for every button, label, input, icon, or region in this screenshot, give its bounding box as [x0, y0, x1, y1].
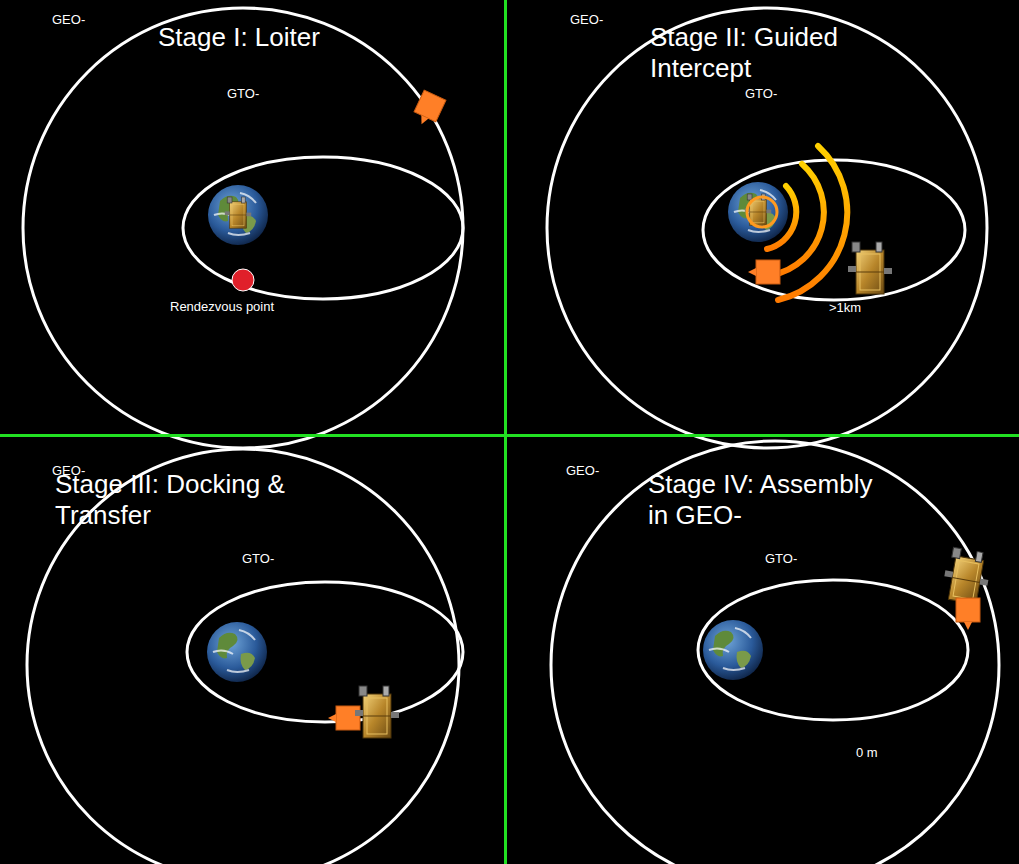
- orbit-label: >1km: [829, 300, 861, 316]
- stage-panel: Stage IV: Assembly in GEO-: [507, 437, 1019, 864]
- stage-title: Stage III: Docking & Transfer: [55, 469, 315, 531]
- orbit-label: GEO-: [52, 463, 85, 479]
- orbit-label: GEO-: [52, 12, 85, 28]
- stage-title: Stage II: Guided Intercept: [650, 22, 880, 84]
- stage-panel: Stage I: Loiter: [0, 0, 504, 434]
- orbit-label: 0 m: [856, 745, 878, 761]
- orbit-label: GEO-: [566, 463, 599, 479]
- orbit-label: GTO-: [745, 86, 777, 102]
- orbit-label: Rendezvous point: [170, 299, 274, 315]
- stage-title: Stage IV: Assembly in GEO-: [648, 469, 898, 531]
- orbit-label: GTO-: [227, 86, 259, 102]
- stage-panel: Stage III: Docking & Transfer: [0, 437, 504, 864]
- stage-title: Stage I: Loiter: [158, 22, 418, 53]
- orbit-label: GTO-: [765, 551, 797, 567]
- stage-panel: Stage II: Guided Intercept: [507, 0, 1019, 434]
- orbit-label: GTO-: [242, 551, 274, 567]
- orbit-label: GEO-: [570, 12, 603, 28]
